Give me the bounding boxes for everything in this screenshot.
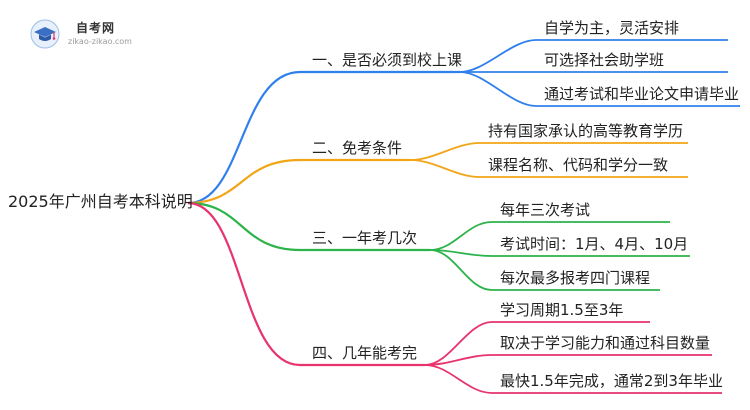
root-node: 2025年广州自考本科说明 [8,192,193,211]
leaf-label-4-2: 取决于学习能力和通过科目数量 [500,334,711,352]
leaf-connector-1-3 [459,71,537,107]
leaf-connector-4-3 [424,364,493,394]
branch-connector-4 [187,201,301,367]
leaf-label-1-3: 通过考试和毕业论文申请毕业 [544,85,740,103]
leaf-label-3-1: 每年三次考试 [500,201,591,219]
site-logo: 自考网 zikao-zikao.com [30,16,160,52]
leaf-connector-1-1 [459,39,537,73]
leaf-connector-3-1 [429,221,493,251]
leaf-label-1-2: 可选择社会助学班 [544,51,665,69]
branch-label-1: 一、是否必须到校上课 [312,51,463,69]
branch-connector-1 [187,70,301,205]
branch-label-4: 四、几年能考完 [312,344,418,362]
leaf-connector-3-2 [429,249,493,257]
branch-connector-3 [187,201,301,252]
leaf-label-1-1: 自学为主，灵活安排 [544,19,680,37]
leaf-label-3-2: 考试时间：1月、4月、10月 [500,235,689,253]
leaf-connector-4-1 [424,321,493,366]
leaf-label-4-1: 学习周期1.5至3年 [500,301,624,319]
branch-label-2: 二、免考条件 [312,139,403,157]
leaf-connector-2-1 [409,142,481,161]
leaf-connector-2-2 [409,159,481,178]
branch-connector-2 [187,158,301,205]
leaf-connector-4-2 [424,354,493,366]
leaf-label-2-1: 持有国家承认的高等教育学历 [488,122,684,140]
leaf-label-3-3: 每次最多报考四门课程 [500,269,651,287]
leaf-label-2-2: 课程名称、代码和学分一致 [488,156,669,174]
leaf-label-4-3: 最快1.5年完成，通常2到3年毕业 [500,372,723,390]
logo-domain: zikao-zikao.com [68,37,132,46]
graduation-cap-icon [30,19,60,49]
branch-label-3: 三、一年考几次 [312,229,418,247]
leaf-connector-3-3 [429,249,493,291]
logo-name: 自考网 [76,21,116,35]
